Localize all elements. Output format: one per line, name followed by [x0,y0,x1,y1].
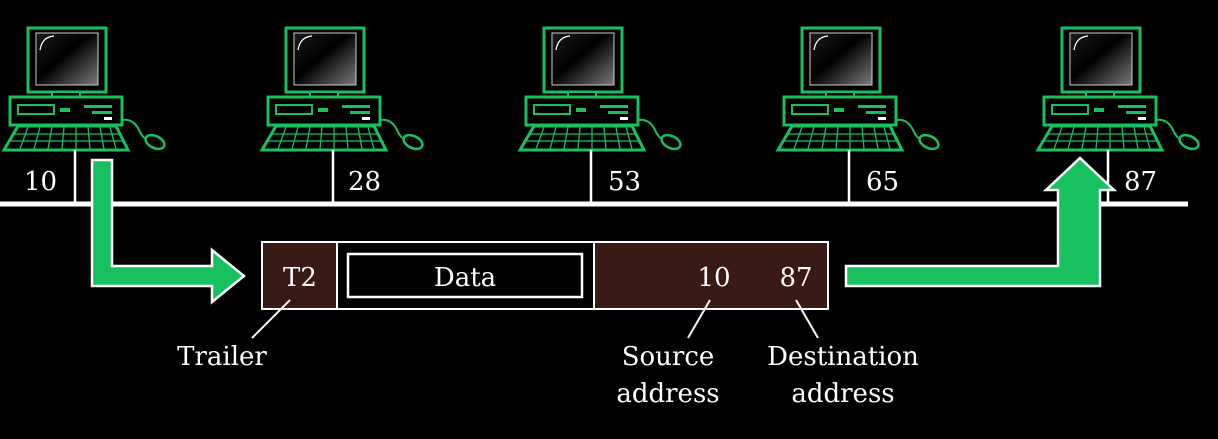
destination-label-line2: address [791,379,894,409]
destination-callout-line [795,299,819,339]
computer-icon [518,26,685,154]
data-field: Data [434,263,496,293]
trailer-callout-line [251,299,291,339]
source-label-line1: Source [622,342,715,372]
receive-arrow-icon [844,156,1118,288]
source-field: 10 [697,263,730,293]
station-address: 53 [608,167,641,197]
trailer-label: Trailer [177,342,267,372]
station-address: 87 [1124,167,1157,197]
station-address: 65 [866,167,899,197]
send-arrow-icon [90,158,246,305]
computer-icon [260,26,427,154]
computer-icon [2,26,169,154]
station-2: 28 [260,26,427,204]
computer-icon [776,26,943,154]
data-box [346,252,584,299]
frame: T2 Data 10 87 [261,241,829,310]
station-1: 10 [2,26,169,204]
station-5: 87 [1036,26,1203,204]
destination-label-line1: Destination [767,342,919,372]
station-3: 53 [518,26,685,204]
trailer-field: T2 [283,263,317,293]
station-address: 28 [348,167,381,197]
source-label-line2: address [616,379,719,409]
computer-icon [1036,26,1203,154]
station-4: 65 [776,26,943,204]
source-callout-line [687,299,711,339]
station-address: 10 [24,167,57,197]
destination-field: 87 [779,263,812,293]
